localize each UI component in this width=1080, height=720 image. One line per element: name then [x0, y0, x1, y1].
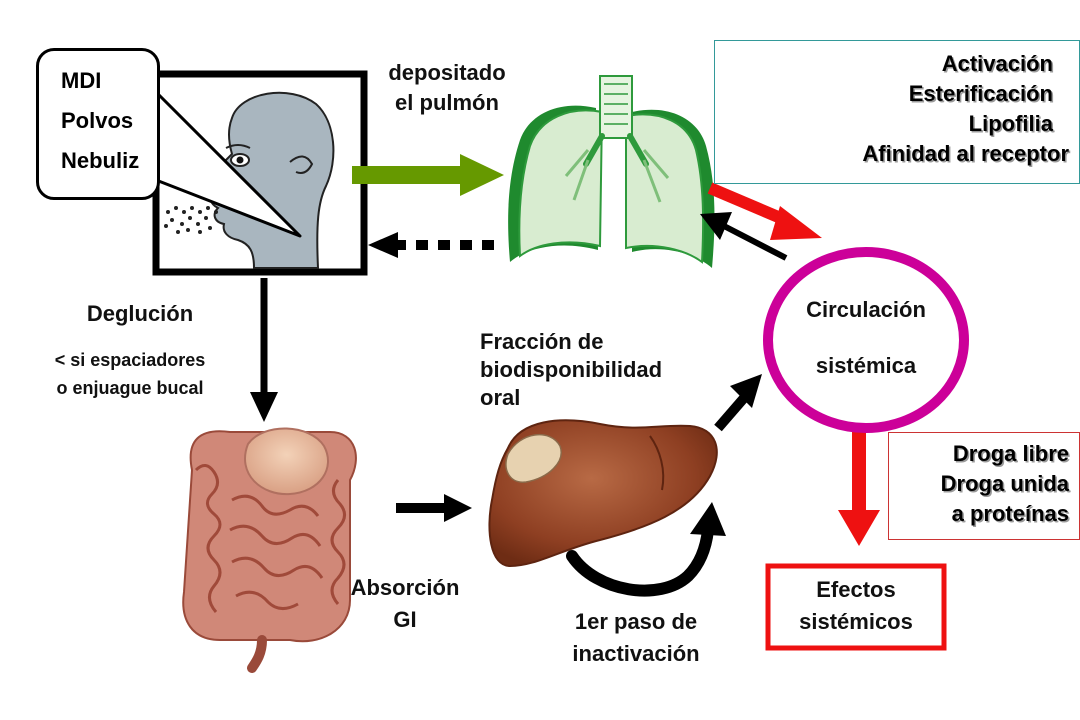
circulation-line-2: sistémica — [815, 353, 917, 378]
deposit-label-line-1: depositado — [388, 60, 506, 85]
inhaler-nebulizer: Nebuliz — [61, 148, 140, 173]
effects-box — [765, 563, 947, 651]
swallow-note: < si espaciadores o enjuague bucal — [20, 346, 240, 402]
circulation-line-1: Circulación — [806, 297, 926, 322]
circulation-ring — [763, 247, 969, 433]
liver-to-circulation-arrow — [714, 374, 762, 432]
circulation-to-lung-arrow — [700, 212, 788, 261]
deposit-arrow — [352, 154, 504, 196]
intestines-icon — [182, 427, 357, 673]
oral-fraction-line-3: oral — [480, 385, 521, 410]
drug-free: Droga libre — [952, 441, 1069, 466]
gi-absorption-line-1: Absorción — [350, 575, 460, 600]
circulation-label: Circulación sistémica — [782, 296, 950, 380]
factor-esterification: Esterificación — [908, 81, 1053, 106]
factor-activation: Activación — [941, 51, 1053, 76]
return-dotted-arrow — [368, 232, 494, 258]
lungs-icon — [508, 75, 715, 268]
deposit-label: depositado el pulmón — [364, 58, 530, 118]
gi-absorption-line-2: GI — [393, 607, 417, 632]
swallow-title: Deglución — [86, 301, 194, 326]
first-pass-line-1: 1er paso de — [574, 609, 698, 634]
deposit-label-line-2: el pulmón — [395, 90, 499, 115]
oral-fraction-label: Fracción de biodisponibilidad oral — [480, 328, 720, 412]
effects-label: Efectos sistémicos — [770, 574, 942, 638]
gi-absorption-label: Absorción GI — [330, 572, 480, 636]
inhaler-mdi: MDI — [61, 68, 102, 93]
inhaler-powders: Polvos — [61, 108, 134, 133]
oral-fraction-line-2: biodisponibilidad — [480, 357, 663, 382]
drug-state-box: Droga libre Droga unida a proteínas — [888, 432, 1080, 540]
effects-line-2: sistémicos — [799, 609, 913, 634]
swallow-note-line-2: o enjuague bucal — [56, 378, 204, 398]
swallow-note-line-1: < si espaciadores — [54, 350, 206, 370]
liver-icon — [488, 419, 718, 568]
effects-line-1: Efectos — [816, 577, 896, 602]
drug-bound-proteins: a proteínas — [951, 501, 1069, 526]
receptor-factors-box: Activación Esterificación Lipofilia Afin… — [714, 40, 1080, 184]
inhaler-bubble: MDI Polvos Nebuliz — [36, 48, 160, 200]
first-pass-line-2: inactivación — [572, 641, 700, 666]
circulation-to-effects-arrow — [838, 432, 880, 546]
gi-to-liver-arrow — [396, 494, 472, 522]
drug-bound: Droga unida — [940, 471, 1069, 496]
swallow-arrow — [250, 278, 278, 422]
first-pass-arrow — [566, 502, 726, 597]
factor-receptor-affinity: Afinidad al receptor — [862, 141, 1069, 166]
oral-fraction-line-1: Fracción de — [480, 329, 604, 354]
factor-lipophilia: Lipofilia — [968, 111, 1053, 136]
lung-to-circulation-arrow — [707, 182, 822, 240]
first-pass-label: 1er paso de inactivación — [536, 606, 736, 670]
